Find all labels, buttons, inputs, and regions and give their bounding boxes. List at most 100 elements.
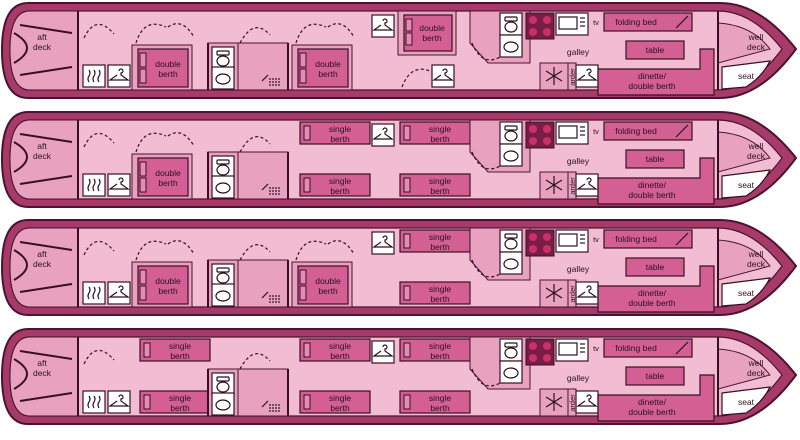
table-label: table [646, 45, 665, 55]
hob-icon [543, 125, 551, 133]
single-berth-label-line1: single [429, 341, 451, 351]
toilet-icon-tank [504, 16, 518, 22]
pillow [405, 32, 413, 46]
shower-icon [278, 81, 280, 83]
door-swing [471, 151, 501, 170]
double-berth-label-line2: berth [422, 33, 442, 43]
hob-icon [543, 245, 551, 253]
well-deck-label-line1: well [748, 32, 764, 42]
aft-deck-rails [13, 133, 73, 185]
single-berth-label-line2: berth [430, 294, 450, 304]
coat-hanger-icon-bg [371, 123, 395, 147]
coat-hanger-icon-bg [107, 281, 131, 305]
well-deck-label-line1: well [748, 249, 764, 259]
single-berth [399, 281, 471, 305]
microwave-icon [558, 233, 578, 247]
folding-bed-label: folding bed [615, 234, 657, 244]
single-berth [299, 390, 371, 414]
door-swing [83, 23, 115, 39]
dinette-label-line1: dinette/ [638, 288, 667, 298]
shower-icon [269, 187, 271, 189]
shower-icon [275, 187, 277, 189]
single-berth-label-line1: single [429, 284, 451, 294]
basin-icon [503, 367, 519, 379]
pillow [299, 52, 307, 68]
toilet-icon [504, 347, 518, 359]
door-swing [239, 27, 271, 44]
basin-icon-bg [499, 251, 523, 275]
seat [721, 60, 772, 90]
seat [721, 277, 772, 307]
pillow [403, 233, 411, 249]
radiator-icon [87, 69, 91, 83]
microwave-icon [558, 342, 578, 356]
coat-hanger-icon [576, 285, 598, 298]
single-berth [299, 121, 371, 145]
radiator-icon [92, 178, 96, 192]
tv-label: tv [593, 235, 599, 244]
single-berth-label-line1: single [429, 176, 451, 186]
pillow [303, 342, 311, 358]
pillow [139, 177, 147, 193]
hob-icon [529, 245, 537, 253]
shower-icon [275, 84, 277, 86]
double-berth-label-line1: double [155, 168, 181, 178]
hob-icon [543, 233, 551, 241]
shower-icon [269, 295, 271, 297]
hob-icon [529, 125, 537, 133]
shower-icon [272, 410, 274, 412]
shower-room-1 [237, 368, 289, 417]
dinette [597, 157, 715, 205]
folding-bed [603, 12, 693, 32]
pillow [139, 269, 147, 285]
coat-hanger-icon [372, 344, 394, 357]
pillow [403, 342, 411, 358]
arder-label: arder [568, 285, 577, 303]
coat-hanger-icon-bg [575, 64, 599, 88]
arder-label: arder [568, 394, 577, 412]
door-swing [135, 132, 195, 153]
double-berth-label-line1: double [155, 276, 181, 286]
pillow [299, 285, 307, 301]
boat-plan-4: aftdecksingleberthsingleberthsingleberth… [0, 328, 798, 425]
folding-bed-mark [675, 341, 689, 355]
pillow [303, 394, 311, 410]
single-berth [399, 173, 471, 197]
pillow [403, 394, 411, 410]
single-berth-label-line1: single [169, 341, 191, 351]
single-berth [299, 173, 371, 197]
seat-label: seat [738, 71, 755, 81]
door-swing [471, 368, 501, 387]
basin-icon [215, 182, 231, 194]
well-deck-area [717, 131, 771, 173]
coat-hanger-icon [108, 394, 130, 407]
single-berth-label-line1: single [429, 124, 451, 134]
coat-hanger-icon-bg [107, 64, 131, 88]
shower-icon [275, 407, 277, 409]
coat-hanger-icon-bg [107, 390, 131, 414]
hob [525, 338, 555, 366]
aft-deck-rails [13, 350, 73, 402]
microwave-icon [558, 125, 578, 139]
shower-icon [275, 78, 277, 80]
fridge-icon [545, 284, 563, 302]
double-berth-label-line2: berth [318, 286, 338, 296]
toilet-icon [216, 55, 230, 67]
table [625, 40, 685, 60]
dinette-label-line1: dinette/ [638, 180, 667, 190]
toilet-icon-tank [216, 376, 230, 382]
dinette-label-line1: dinette/ [638, 71, 667, 81]
microwave-icon-bg [555, 12, 589, 36]
coat-hanger-icon [576, 394, 598, 407]
basin-icon [503, 258, 519, 270]
fridge-icon [545, 67, 563, 85]
seat [721, 386, 772, 416]
hob-icon [543, 137, 551, 145]
coat-hanger-icon [372, 127, 394, 140]
radiator-icon [92, 286, 96, 300]
single-berth-label-line1: single [329, 176, 351, 186]
single-berth-label-line2: berth [430, 351, 450, 361]
coat-hanger-icon-bg [431, 64, 455, 88]
